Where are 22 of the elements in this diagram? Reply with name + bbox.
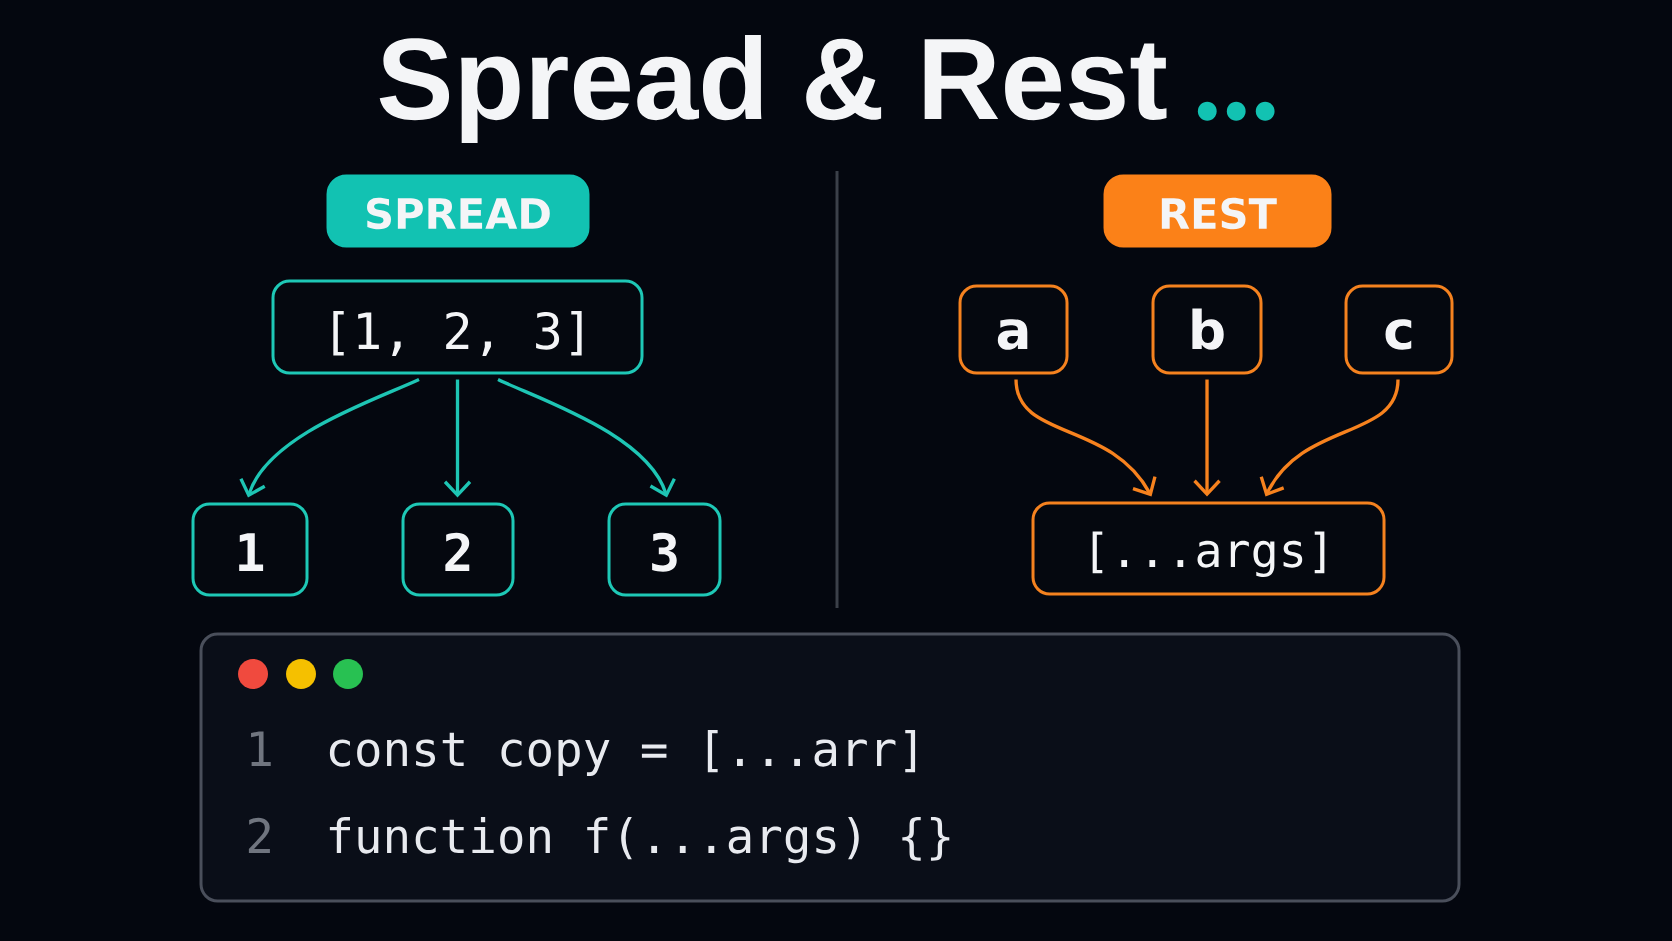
value-box: 3 (607, 502, 722, 597)
arrow (1193, 379, 1221, 497)
argument-box: a (958, 284, 1069, 375)
code-line: function f(...args) {} (329, 816, 950, 864)
title: Spread & Rest (379, 35, 1167, 144)
line-number: 1 (251, 731, 271, 766)
arrow (1259, 379, 1400, 497)
section-badge: REST (1103, 174, 1332, 248)
array-box: [1, 2, 3] (271, 279, 644, 375)
code-line: const copy = [...arr] (329, 729, 916, 776)
rest-array-box: [...args] (1031, 501, 1386, 596)
argument-box: c (1344, 284, 1454, 375)
value-box: 2 (401, 502, 515, 597)
arrow (1014, 379, 1157, 497)
arrow (443, 379, 472, 498)
arrow (497, 378, 676, 498)
line-number: 2 (248, 817, 270, 853)
section-badge: SPREAD (326, 174, 590, 248)
title-ellipsis: ... (1197, 101, 1275, 121)
arrow (239, 378, 420, 498)
argument-box: b (1151, 284, 1263, 375)
value-box: 1 (191, 502, 309, 597)
